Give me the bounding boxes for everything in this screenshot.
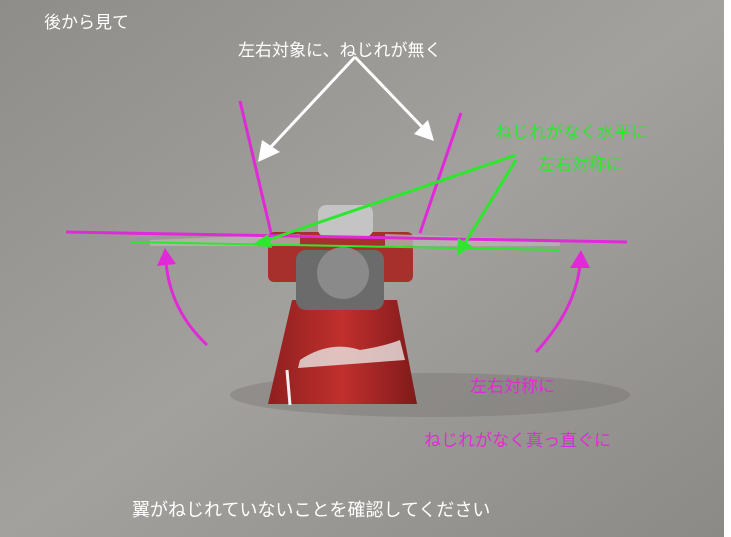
canopy	[318, 205, 373, 237]
green-level-line	[129, 241, 561, 251]
green-arrow-left-line	[261, 153, 517, 244]
green-callout-line-1: ねじれがなく水平に	[495, 123, 648, 143]
magenta-curve-left-head	[157, 248, 176, 266]
white-arrow-right-line	[353, 55, 427, 132]
magenta-curve-left	[164, 261, 209, 347]
top-callout-label: 左右対象に、ねじれが無く	[238, 41, 442, 61]
green-callout-line-2: 左右対称に	[538, 155, 623, 175]
magenta-callout-line-2: ねじれがなく真っ直ぐに	[424, 431, 611, 451]
magenta-curve-right-head	[570, 250, 590, 268]
view-note-label: 後から見て	[44, 13, 129, 33]
cup-highlight	[285, 369, 292, 406]
magenta-callout-line-1: 左右対称に	[470, 377, 555, 397]
green-arrow-right-head	[457, 238, 472, 256]
green-arrow-left-head	[252, 234, 272, 248]
wing-reference-line	[65, 230, 628, 244]
left-tail-line	[238, 100, 273, 234]
green-arrow-right-line	[460, 159, 518, 249]
bottom-caption: 翼がねじれていないことを確認してください	[132, 500, 491, 521]
magenta-curve-right	[534, 264, 582, 354]
cup-print	[298, 340, 405, 368]
white-arrow-right-head	[414, 120, 434, 141]
engine-nozzle	[317, 247, 369, 299]
right-tail-line	[418, 112, 463, 234]
white-arrow-left-line	[266, 55, 357, 152]
white-arrow-left-head	[258, 140, 280, 162]
